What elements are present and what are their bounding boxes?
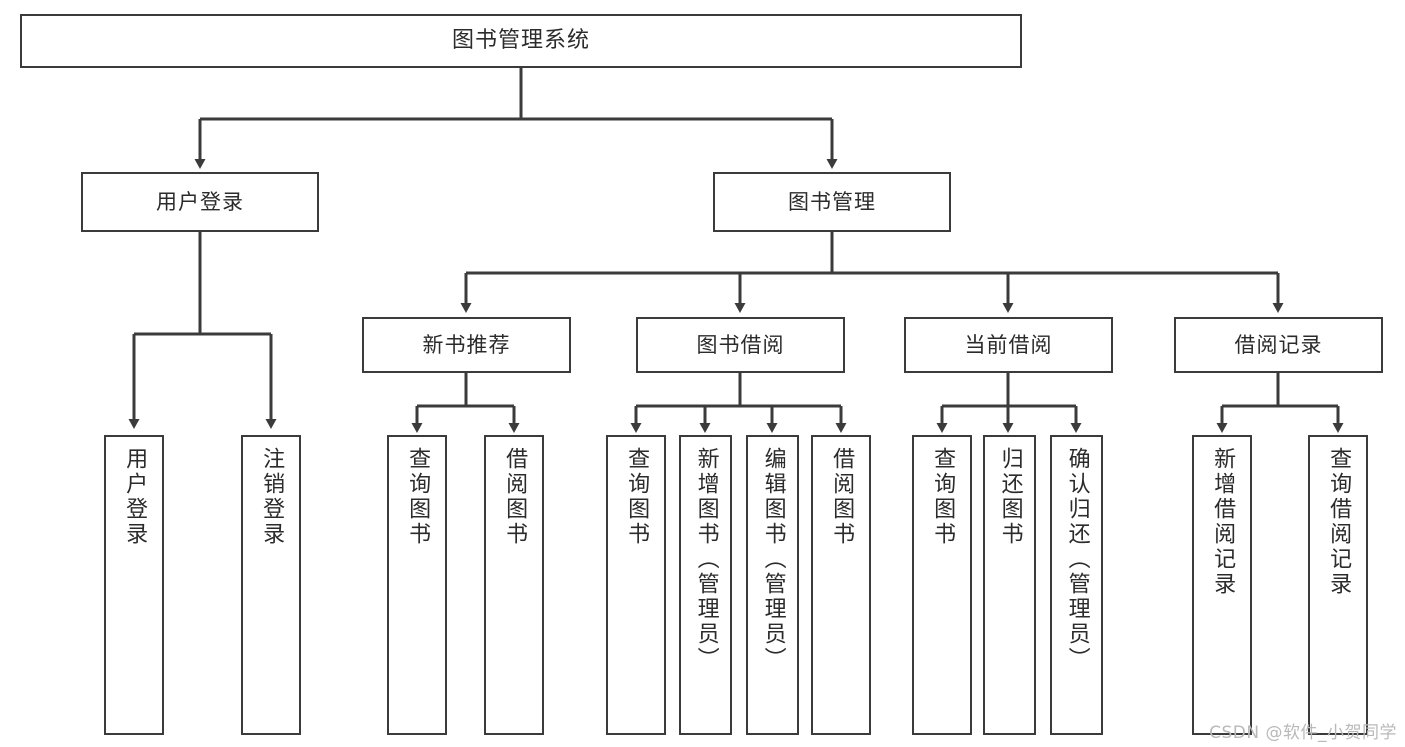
leaf-confirm-return-admin[interactable]: 确认归还（管理员） xyxy=(1050,435,1103,735)
node-label: 编辑图书（管理员） xyxy=(760,447,786,672)
leaf-borrow-book[interactable]: 借阅图书 xyxy=(811,435,871,735)
node-label: 新增借阅记录 xyxy=(1210,447,1236,597)
leaf-query-book-recommend[interactable]: 查询图书 xyxy=(387,435,447,735)
node-book-management-system[interactable]: 图书管理系统 xyxy=(20,14,1022,68)
watermark: CSDN @软件_小贺同学 xyxy=(1209,723,1397,743)
node-borrow-record[interactable]: 借阅记录 xyxy=(1174,317,1383,373)
node-label: 新书推荐 xyxy=(422,332,511,357)
leaf-query-borrow-record[interactable]: 查询借阅记录 xyxy=(1308,435,1368,735)
node-label: 用户登录 xyxy=(156,189,244,214)
node-label: 确认归还（管理员） xyxy=(1064,447,1090,672)
leaf-query-book-borrow[interactable]: 查询图书 xyxy=(606,435,666,735)
leaf-logout[interactable]: 注销登录 xyxy=(241,435,301,735)
node-new-book-recommend[interactable]: 新书推荐 xyxy=(362,317,571,373)
node-label: 借阅图书 xyxy=(829,447,855,547)
node-label: 图书管理系统 xyxy=(451,28,590,54)
node-label: 注销登录 xyxy=(259,447,285,547)
node-label: 归还图书 xyxy=(997,447,1023,547)
leaf-query-book-current[interactable]: 查询图书 xyxy=(912,435,972,735)
leaf-borrow-book-recommend[interactable]: 借阅图书 xyxy=(484,435,544,735)
node-user-login[interactable]: 用户登录 xyxy=(81,172,319,232)
node-label: 借阅记录 xyxy=(1234,332,1323,357)
node-label: 用户登录 xyxy=(122,447,148,547)
node-label: 图书管理 xyxy=(788,189,876,214)
node-label: 查询借阅记录 xyxy=(1326,447,1352,597)
leaf-add-borrow-record[interactable]: 新增借阅记录 xyxy=(1192,435,1252,735)
node-label: 查询图书 xyxy=(624,447,650,547)
node-label: 借阅图书 xyxy=(502,447,528,547)
node-label: 查询图书 xyxy=(405,447,431,547)
leaf-return-book[interactable]: 归还图书 xyxy=(983,435,1036,735)
node-book-borrow[interactable]: 图书借阅 xyxy=(636,317,845,373)
leaf-add-book-admin[interactable]: 新增图书（管理员） xyxy=(679,435,732,735)
node-label: 查询图书 xyxy=(930,447,956,547)
leaf-user-login[interactable]: 用户登录 xyxy=(104,435,164,735)
node-label: 图书借阅 xyxy=(696,332,785,357)
node-label: 新增图书（管理员） xyxy=(693,447,719,672)
node-current-borrow[interactable]: 当前借阅 xyxy=(904,317,1113,373)
leaf-edit-book-admin[interactable]: 编辑图书（管理员） xyxy=(746,435,799,735)
node-book-management[interactable]: 图书管理 xyxy=(713,172,951,232)
node-label: 当前借阅 xyxy=(964,332,1053,357)
